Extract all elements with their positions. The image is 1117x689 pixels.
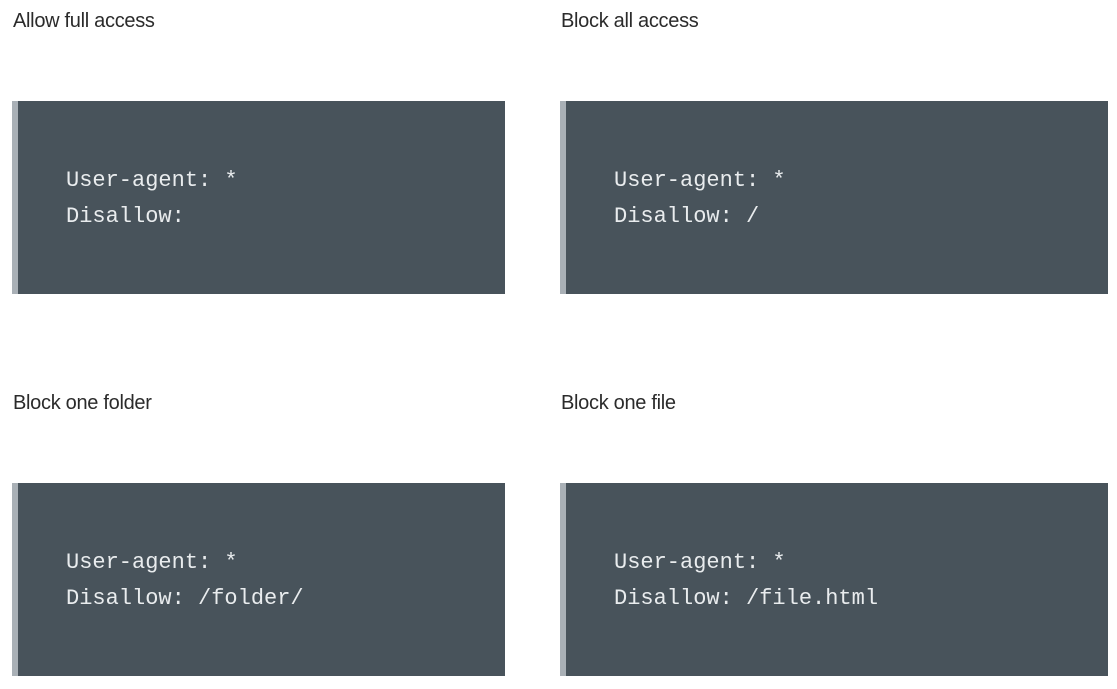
- example-allow-full-access: Allow full access User-agent: * Disallow…: [12, 0, 505, 294]
- code-block: User-agent: * Disallow: /folder/: [12, 483, 505, 676]
- example-title: Block all access: [561, 10, 699, 32]
- code-line-disallow: Disallow:: [66, 204, 185, 229]
- code-line-disallow: Disallow: /: [614, 204, 760, 229]
- example-title: Allow full access: [13, 10, 155, 32]
- example-block-all-access: Block all access User-agent: * Disallow:…: [560, 0, 1108, 294]
- code-block: User-agent: * Disallow:: [12, 101, 505, 294]
- example-title: Block one file: [561, 392, 676, 414]
- example-title: Block one folder: [13, 392, 152, 414]
- code-line-user-agent: User-agent: *: [614, 550, 786, 575]
- code-block: User-agent: * Disallow: /file.html: [560, 483, 1108, 676]
- code-block: User-agent: * Disallow: /: [560, 101, 1108, 294]
- example-block-one-file: Block one file User-agent: * Disallow: /…: [560, 382, 1108, 676]
- code-line-disallow: Disallow: /folder/: [66, 586, 304, 611]
- code-line-user-agent: User-agent: *: [66, 550, 238, 575]
- code-line-user-agent: User-agent: *: [614, 168, 786, 193]
- code-line-disallow: Disallow: /file.html: [614, 586, 879, 611]
- example-block-one-folder: Block one folder User-agent: * Disallow:…: [12, 382, 505, 676]
- code-line-user-agent: User-agent: *: [66, 168, 238, 193]
